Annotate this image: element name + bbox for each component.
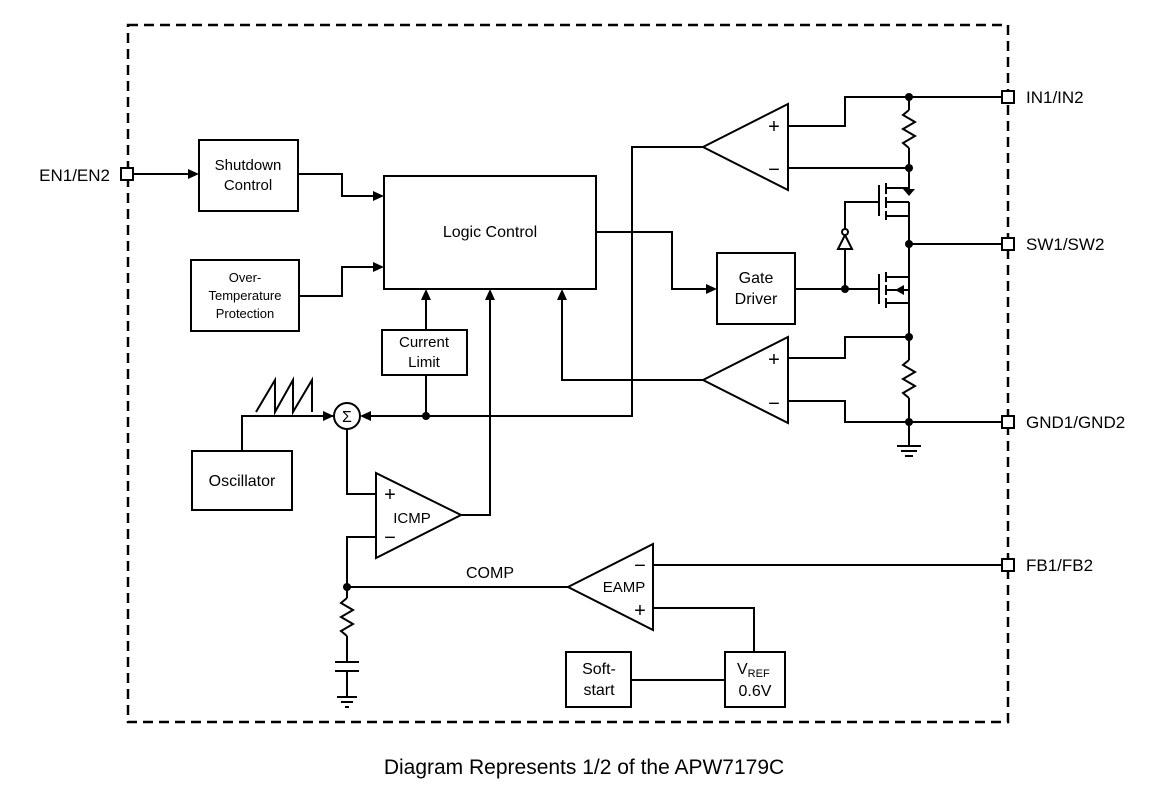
gate-driver-label-2: Driver <box>735 291 778 308</box>
pin-sw-label: SW1/SW2 <box>1026 235 1104 254</box>
vref-symbol: V <box>737 661 748 678</box>
icmp-plus: + <box>384 484 396 506</box>
pin-in-label: IN1/IN2 <box>1026 88 1084 107</box>
pin-gnd: GND1/GND2 <box>1001 413 1125 432</box>
icmp-label: ICMP <box>393 510 431 527</box>
eamp-label: EAMP <box>603 579 646 596</box>
pin-sw: SW1/SW2 <box>1001 235 1104 254</box>
top-amp-plus: + <box>768 116 780 138</box>
otp-label-2: Temperature <box>209 288 282 303</box>
sigma-symbol: Σ <box>342 409 352 426</box>
icmp-comparator: + − ICMP <box>375 471 464 560</box>
pin-in: IN1/IN2 <box>1001 88 1084 107</box>
bottom-amp-minus: − <box>768 393 780 415</box>
inverter-icon <box>836 232 854 250</box>
icmp-minus: − <box>384 527 396 549</box>
sawtooth-ramp-icon <box>255 376 313 416</box>
eamp-error-amplifier: − + EAMP <box>565 542 654 632</box>
otp-label-1: Over- <box>229 270 262 285</box>
soft-start-label-1: Soft- <box>582 661 616 678</box>
summing-junction: Σ <box>333 402 361 430</box>
top-amp-minus: − <box>768 159 780 181</box>
eamp-plus: + <box>634 600 646 622</box>
oscillator-label: Oscillator <box>209 473 276 490</box>
gate-driver-label-1: Gate <box>739 270 774 287</box>
arrowheads <box>188 169 915 421</box>
junction-dots <box>343 93 913 591</box>
current-sense-amp-top: + − <box>700 102 789 192</box>
current-limit-label-1: Current <box>399 334 450 351</box>
chip-boundary <box>126 23 1010 724</box>
soft-start-label-2: start <box>583 682 615 699</box>
comp-net-label: COMP <box>466 565 514 582</box>
pin-en-label: EN1/EN2 <box>39 166 110 185</box>
vref-subscript: REF <box>748 668 770 680</box>
current-sense-amp-bottom: + − <box>700 335 789 425</box>
pin-gnd-label: GND1/GND2 <box>1026 413 1125 432</box>
pin-fb: FB1/FB2 <box>1001 556 1093 575</box>
eamp-minus: − <box>634 555 646 577</box>
vref-label: VREF <box>737 661 770 680</box>
shutdown-label-1: Shutdown <box>215 157 282 174</box>
diagram-caption: Diagram Represents 1/2 of the APW7179C <box>384 756 784 779</box>
shutdown-control-block: Shutdown Control <box>198 139 299 212</box>
pin-fb-label: FB1/FB2 <box>1026 556 1093 575</box>
oscillator-block: Oscillator <box>191 450 293 511</box>
vref-value: 0.6V <box>739 683 772 700</box>
soft-start-block: Soft- start <box>565 651 632 708</box>
current-limit-label-2: Limit <box>408 354 441 371</box>
inverter-bubble <box>841 228 849 236</box>
gate-driver-block: Gate Driver <box>716 252 796 325</box>
pin-en: EN1/EN2 <box>39 166 134 185</box>
wires <box>133 96 1002 708</box>
bottom-amp-plus: + <box>768 349 780 371</box>
logic-control-block: Logic Control <box>383 175 597 290</box>
shutdown-label-2: Control <box>224 177 272 194</box>
otp-label-3: Protection <box>216 306 275 321</box>
over-temperature-protection-block: Over- Temperature Protection <box>190 259 300 332</box>
current-limit-block: Current Limit <box>381 329 468 376</box>
logic-label: Logic Control <box>443 224 537 241</box>
vref-block: VREF 0.6V <box>724 651 786 708</box>
